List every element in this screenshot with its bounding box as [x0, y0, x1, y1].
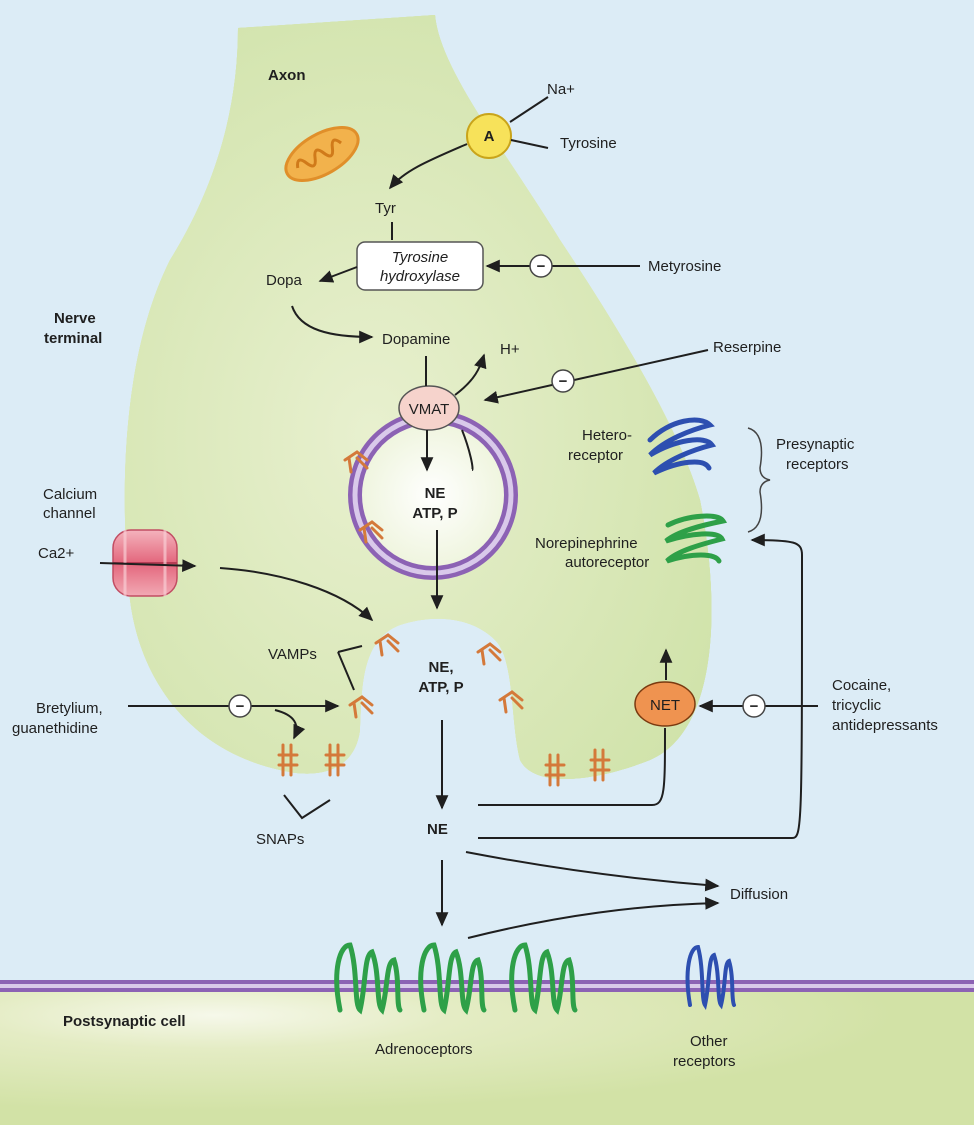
- transporter-a-label: A: [484, 128, 495, 145]
- nerve-terminal-label-2: terminal: [44, 330, 102, 347]
- inhibit-symbol: −: [537, 258, 546, 275]
- calcium-channel-label-2: channel: [43, 505, 96, 522]
- fused-contents-2: ATP, P: [418, 679, 463, 696]
- heteroreceptor-label-1: Hetero-: [582, 427, 632, 444]
- snap-protein-icons: [277, 743, 611, 787]
- vamp-protein-icons: [343, 450, 524, 719]
- metyrosine-inhibit-icon: [529, 254, 553, 278]
- vamps-label: VAMPs: [268, 646, 317, 663]
- enzyme-label-2: hydroxylase: [380, 268, 460, 285]
- bretylium-inhibit-icon: [228, 694, 252, 718]
- na-label: Na+: [547, 81, 575, 98]
- tyr-label: Tyr: [375, 200, 396, 217]
- inhibition-badges: − − − −: [228, 254, 766, 718]
- calcium-channel-label-1: Calcium: [43, 486, 97, 503]
- bretylium-label-2: guanethidine: [12, 720, 98, 737]
- presynaptic-group-label-1: Presynaptic: [776, 436, 855, 453]
- cocaine-label-2: tricyclic: [832, 697, 882, 714]
- diffusion-label: Diffusion: [730, 886, 788, 903]
- cocaine-inhibit-icon: [742, 694, 766, 718]
- h-plus-label: H+: [500, 341, 520, 358]
- dopa-label: Dopa: [266, 272, 303, 289]
- other-receptors-label-1: Other: [690, 1033, 728, 1050]
- vesicle-contents-1: NE: [425, 485, 446, 502]
- tyrosine-label: Tyrosine: [560, 135, 617, 152]
- transporter-a: [466, 113, 512, 159]
- adrenoceptor-icons: [334, 942, 578, 1015]
- axon-label: Axon: [268, 67, 306, 84]
- fused-contents-1: NE,: [428, 659, 453, 676]
- mitochondrion-icon: [284, 126, 360, 182]
- autoreceptor-label-2: autoreceptor: [565, 554, 649, 571]
- heteroreceptor-icon: [647, 417, 717, 476]
- other-receptors-label-2: receptors: [673, 1053, 736, 1070]
- net-transporter: [634, 681, 696, 727]
- vmat-label: VMAT: [409, 401, 450, 418]
- other-receptor-icon: [685, 944, 736, 1011]
- ca-label: Ca2+: [38, 545, 75, 562]
- bretylium-label-1: Bretylium,: [36, 700, 103, 717]
- reserpine-inhibit-icon: [551, 369, 575, 393]
- inhibit-symbol: −: [236, 698, 245, 715]
- cocaine-label-1: Cocaine,: [832, 677, 891, 694]
- postsynaptic-cell: [0, 988, 974, 1125]
- adrenoceptors-label: Adrenoceptors: [375, 1041, 473, 1058]
- dopamine-label: Dopamine: [382, 331, 450, 348]
- inhibit-symbol: −: [750, 698, 759, 715]
- enzyme-label-1: Tyrosine: [392, 249, 448, 266]
- presynaptic-bracket: [747, 427, 771, 533]
- pathway-arrows: [99, 96, 818, 939]
- inhibit-symbol: −: [559, 373, 568, 390]
- ne-label: NE: [427, 821, 448, 838]
- nerve-terminal-label-1: Nerve: [54, 310, 96, 327]
- heteroreceptor-label-2: receptor: [568, 447, 623, 464]
- metyrosine-label: Metyrosine: [648, 258, 721, 275]
- reserpine-label: Reserpine: [713, 339, 781, 356]
- vmat-transporter: [398, 385, 460, 431]
- postsynaptic-label: Postsynaptic cell: [63, 1013, 186, 1030]
- snaps-label: SNAPs: [256, 831, 304, 848]
- autoreceptor-label-1: Norepinephrine: [535, 535, 638, 552]
- vesicle-contents-2: ATP, P: [412, 505, 457, 522]
- norepinephrine-autoreceptor-icon: [664, 513, 728, 564]
- presynaptic-group-label-2: receptors: [786, 456, 849, 473]
- cocaine-label-3: antidepressants: [832, 717, 938, 734]
- tyrosine-hydroxylase-box: [356, 241, 484, 291]
- net-label: NET: [650, 697, 680, 714]
